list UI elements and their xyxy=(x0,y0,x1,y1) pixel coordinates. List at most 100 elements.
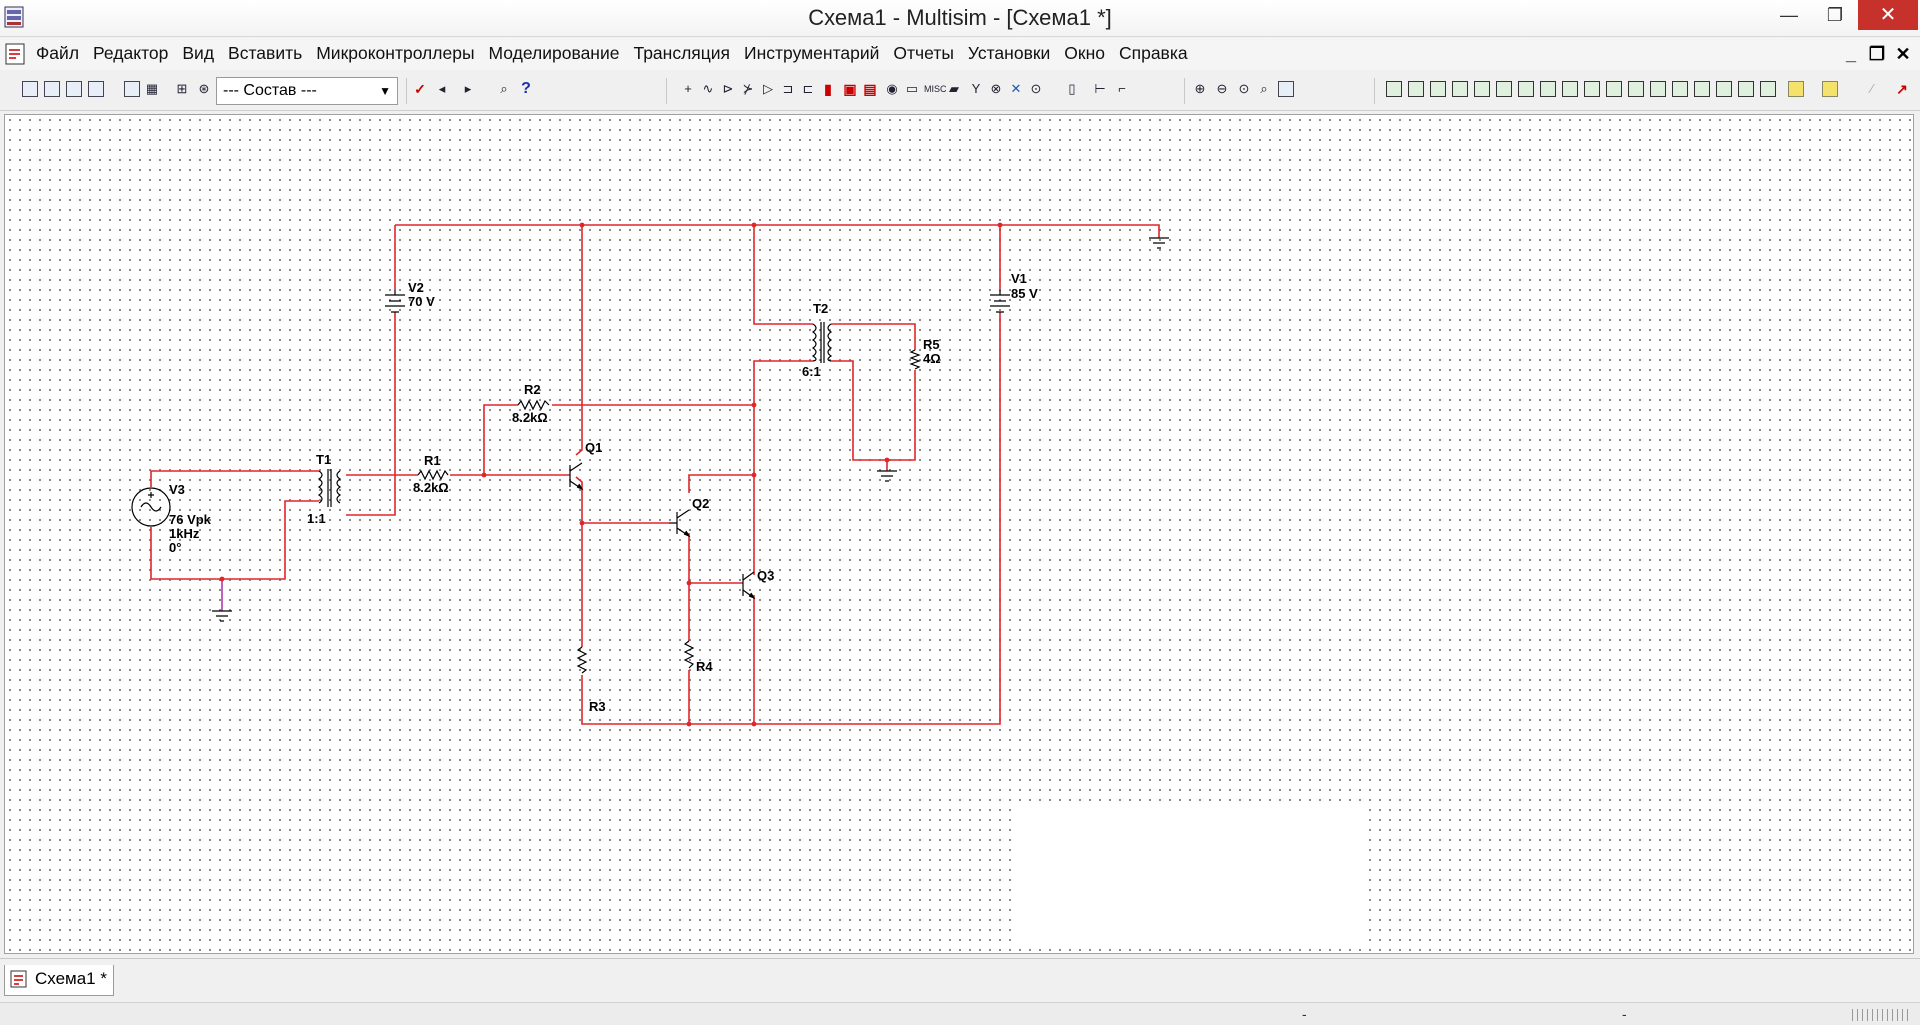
frequency-counter-icon[interactable] xyxy=(1518,81,1534,97)
wire-t2-sec-r5 xyxy=(831,323,916,350)
agilent-oscilloscope-icon[interactable] xyxy=(1738,81,1754,97)
function-generator-icon[interactable] xyxy=(1408,81,1424,97)
place-hierarchical-connector-icon[interactable]: ⌐ xyxy=(1118,81,1126,96)
full-screen-icon[interactable] xyxy=(1278,81,1294,97)
network-analyzer-icon[interactable] xyxy=(1672,81,1688,97)
help-icon[interactable]: ? xyxy=(521,80,531,97)
multisim-app-icon[interactable] xyxy=(4,6,24,28)
place-mcu-icon[interactable]: ▮ xyxy=(824,81,832,97)
logic-analyzer-icon[interactable] xyxy=(1562,81,1578,97)
t1-transformer-symbol xyxy=(317,469,342,507)
place-rf-icon[interactable]: ▰ xyxy=(949,81,959,96)
hierarchy-icon[interactable] xyxy=(22,81,38,97)
database-icon[interactable]: ▦ xyxy=(145,81,159,96)
spreadsheet-icon[interactable] xyxy=(44,81,60,97)
menu-item-1[interactable]: Редактор xyxy=(93,43,169,63)
place-resistor-icon[interactable]: ∿ xyxy=(702,81,714,96)
postprocessor-icon[interactable] xyxy=(88,81,104,97)
ground-symbol xyxy=(877,470,897,482)
place-ttl-icon[interactable]: ⊐ xyxy=(782,81,794,96)
place-ladder-icon[interactable]: ✕ xyxy=(1010,81,1022,96)
close-button[interactable]: ✕ xyxy=(1858,0,1918,30)
menu-item-0[interactable]: Файл xyxy=(36,43,80,63)
r5-ref-label: R5 xyxy=(923,337,940,352)
spectrum-analyzer-icon[interactable] xyxy=(1650,81,1666,97)
word-generator-icon[interactable] xyxy=(1540,81,1556,97)
agilent-multimeter-icon[interactable] xyxy=(1716,81,1732,97)
doc-restore-button[interactable]: ❐ xyxy=(1868,44,1886,64)
tab-schema1[interactable]: Схема1 * xyxy=(4,965,114,996)
maximize-button[interactable]: ❐ xyxy=(1826,5,1844,25)
minimize-button[interactable]: — xyxy=(1780,5,1798,25)
agilent-generator-icon[interactable] xyxy=(1694,81,1710,97)
place-transistor-icon[interactable]: ⊁ xyxy=(742,81,754,96)
menu-item-9[interactable]: Установки xyxy=(967,43,1051,63)
erc-icon[interactable]: ✓ xyxy=(414,81,426,97)
iv-analyzer-icon[interactable] xyxy=(1606,81,1622,97)
v2-value-label: 70 V xyxy=(408,294,435,309)
zoom-area-icon[interactable]: ⊙ xyxy=(1238,81,1250,96)
place-mixed-icon[interactable]: ▤ xyxy=(863,81,877,97)
doc-close-button[interactable]: ✕ xyxy=(1895,44,1911,64)
component-select-value: --- Состав --- xyxy=(223,82,317,99)
r2-ref-label: R2 xyxy=(524,382,541,397)
r4-ref-label: R4 xyxy=(696,659,713,674)
logic-converter-icon[interactable] xyxy=(1584,81,1600,97)
menu-item-11[interactable]: Справка xyxy=(1118,43,1188,63)
place-electromech-icon[interactable]: ⊗ xyxy=(990,81,1002,96)
back-annotate-icon[interactable]: ◂ xyxy=(438,81,446,96)
new-subcircuit-icon[interactable]: ⊛ xyxy=(198,81,210,96)
menu-item-6[interactable]: Трансляция xyxy=(633,43,731,63)
place-power-icon[interactable]: ▭ xyxy=(905,81,919,96)
tektronix-oscilloscope-icon[interactable] xyxy=(1760,81,1776,97)
place-hierarchy-icon[interactable]: ⊞ xyxy=(176,81,188,96)
place-misc-digital-icon[interactable]: ▣ xyxy=(843,81,857,97)
place-analog-icon[interactable]: ▷ xyxy=(763,81,773,96)
menu-item-5[interactable]: Моделирование xyxy=(488,43,620,63)
zoom-in-icon[interactable]: ⊕ xyxy=(1194,81,1206,96)
place-junction-icon[interactable]: ⊢ xyxy=(1094,81,1106,96)
labview-instrument-icon[interactable] xyxy=(1788,81,1804,97)
menu-item-7[interactable]: Инструментарий xyxy=(744,43,880,63)
place-antenna-icon[interactable]: Y xyxy=(971,81,981,96)
bode-plotter-icon[interactable] xyxy=(1496,81,1512,97)
multimeter-icon[interactable] xyxy=(1386,81,1402,97)
wire-v2-to-t1 xyxy=(346,312,396,516)
menu-item-3[interactable]: Вставить xyxy=(228,43,303,63)
menu-item-8[interactable]: Отчеты xyxy=(893,43,954,63)
wire-v3-top xyxy=(150,470,319,487)
find-icon[interactable]: ⌕ xyxy=(500,81,508,96)
place-cmos-icon[interactable]: ⊏ xyxy=(802,81,814,96)
component-select[interactable]: --- Состав --- ▼ xyxy=(216,77,398,105)
doc-minimize-button[interactable]: _ xyxy=(1845,44,1856,64)
menu-item-2[interactable]: Вид xyxy=(182,43,215,63)
q3-ref-label: Q3 xyxy=(757,568,774,583)
schematic-canvas[interactable]: V2 70 V V1 85 V T2 6:1 R5 4Ω R2 8.2kΩ R1… xyxy=(4,114,1914,954)
resize-grip[interactable] xyxy=(1852,1009,1912,1021)
distortion-analyzer-icon[interactable] xyxy=(1628,81,1644,97)
four-channel-oscilloscope-icon[interactable] xyxy=(1474,81,1490,97)
grapher-icon[interactable] xyxy=(66,81,82,97)
zoom-fit-icon[interactable]: ⌕ xyxy=(1260,81,1268,96)
place-bus-icon[interactable]: ▯ xyxy=(1068,81,1076,96)
probe-red-icon[interactable]: ↗ xyxy=(1896,81,1908,97)
document-icon[interactable] xyxy=(4,42,28,66)
place-diode-icon[interactable]: ⊳ xyxy=(722,81,734,96)
probe-icon[interactable]: ∕ xyxy=(1870,81,1874,96)
place-wire-icon[interactable]: + xyxy=(684,81,692,96)
place-misc-icon[interactable]: MISC xyxy=(924,84,947,94)
r1-value-label: 8.2kΩ xyxy=(413,480,449,495)
bom-icon[interactable] xyxy=(124,81,140,97)
forward-annotate-icon[interactable]: ▸ xyxy=(464,81,472,96)
oscilloscope-icon[interactable] xyxy=(1452,81,1468,97)
wattmeter-icon[interactable] xyxy=(1430,81,1446,97)
current-probe-icon[interactable] xyxy=(1822,81,1838,97)
v1-value-label: 85 V xyxy=(1011,286,1038,301)
wire-rail-t2 xyxy=(753,225,813,325)
place-connector-icon[interactable]: ⊙ xyxy=(1030,81,1042,96)
zoom-out-icon[interactable]: ⊖ xyxy=(1216,81,1228,96)
menu-item-4[interactable]: Микроконтроллеры xyxy=(316,43,475,63)
place-indicator-icon[interactable]: ◉ xyxy=(886,81,898,96)
status-right: - xyxy=(1622,1006,1627,1022)
menu-item-10[interactable]: Окно xyxy=(1064,43,1105,63)
